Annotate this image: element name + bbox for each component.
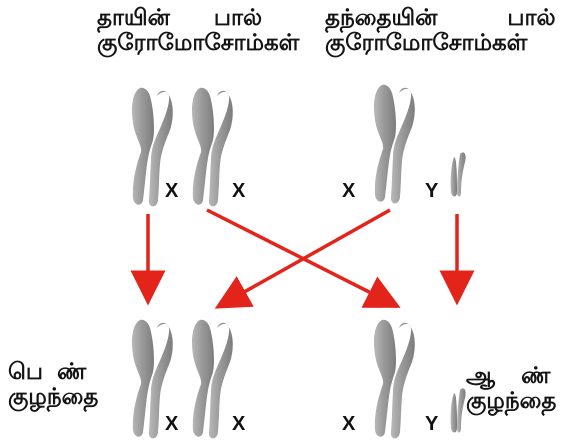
mother-label-line-2: குரோமோசோம்கள் (97, 30, 300, 56)
boy-chromosome-y (450, 388, 466, 433)
mother-label-line-1: தாயின் பால் (97, 5, 263, 31)
boy-chromosome-x (374, 319, 415, 439)
father-x-letter: X (342, 180, 356, 202)
mother-chromosome-x-2 (192, 87, 233, 207)
boy-y-letter: Y (425, 413, 439, 435)
father-label-line-1: தந்தையின் பால் (325, 5, 556, 31)
boy-label: ஆண் குழந்தை (466, 364, 576, 414)
father-y-letter: Y (425, 180, 439, 202)
arrow-mother-to-boy (206, 208, 401, 308)
mother-chromosome-x-1 (132, 87, 173, 207)
boy-label-line-2: குழந்தை (466, 388, 557, 414)
boy-x-letter: X (342, 413, 356, 435)
girl-x-2-letter: X (232, 413, 246, 435)
father-label-line-2: குரோமோசோம்கள் (325, 30, 528, 56)
girl-label-line-2: குழந்தை (8, 384, 99, 410)
mother-label: தாயின் பால் குரோமோசோம்கள் (97, 6, 299, 56)
mother-x-2-letter: X (232, 180, 246, 202)
father-label: தந்தையின் பால் குரோமோசோம்கள் (325, 6, 556, 56)
mother-x-1-letter: X (165, 180, 179, 202)
girl-chromosome-x-2 (192, 319, 233, 439)
boy-label-line-1: ஆண் (466, 363, 577, 389)
girl-x-1-letter: X (165, 413, 179, 435)
arrow-father-to-girl (214, 208, 391, 309)
girl-label: பெண் குழந்தை (8, 360, 100, 410)
father-chromosome-y (450, 152, 466, 197)
father-chromosome-x (374, 84, 415, 204)
girl-chromosome-x-1 (132, 319, 173, 439)
girl-label-line-1: பெண் (8, 359, 101, 385)
